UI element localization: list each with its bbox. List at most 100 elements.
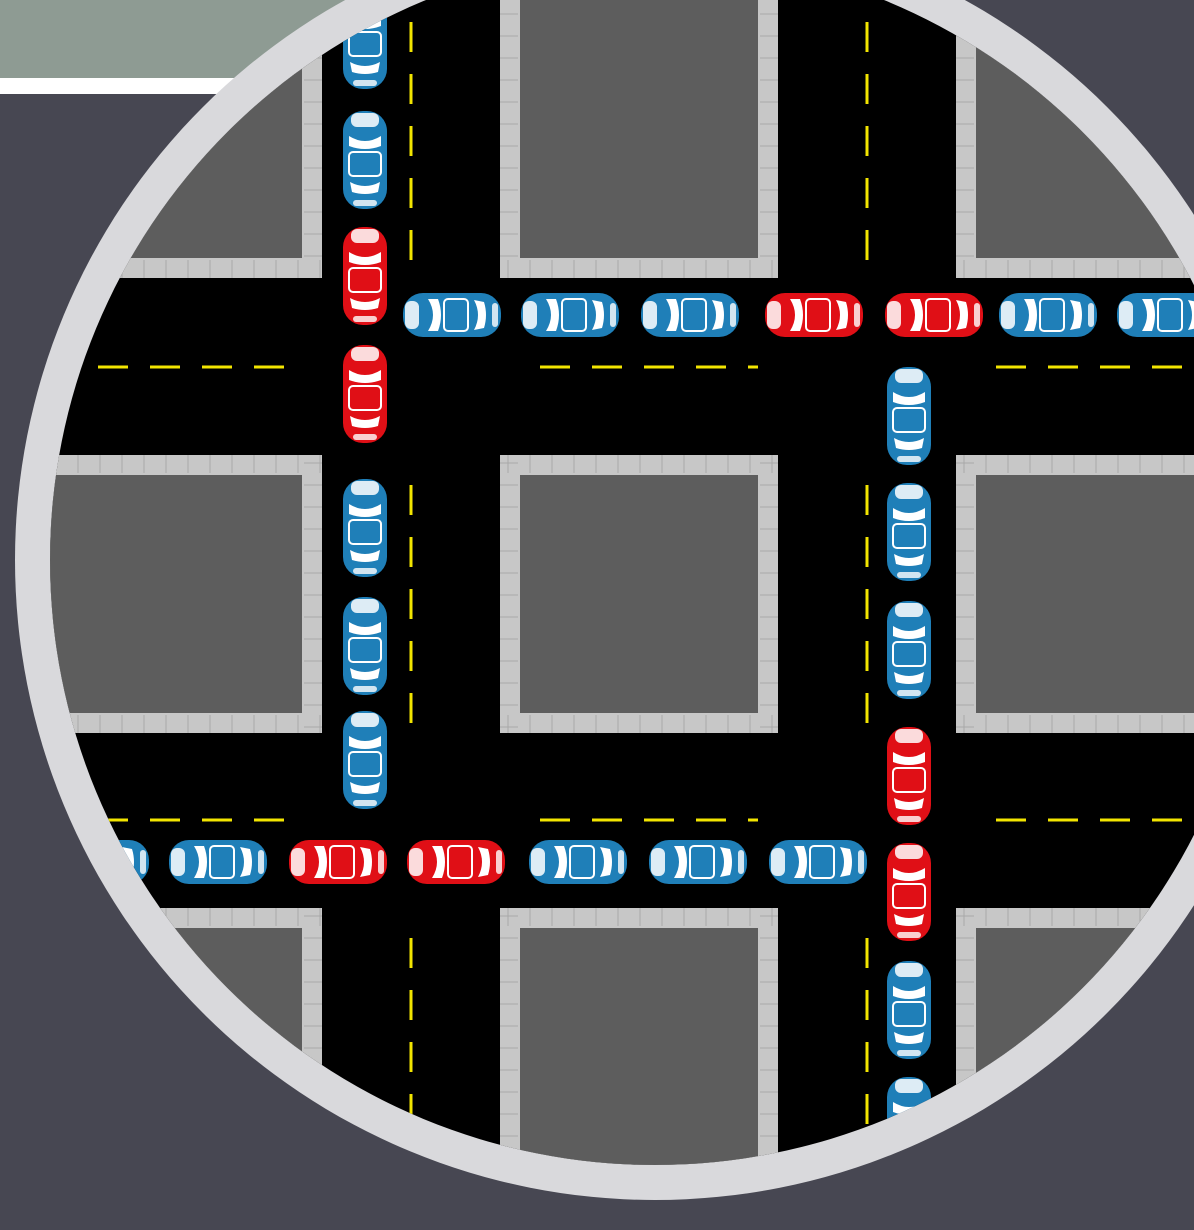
city-block	[956, 455, 1194, 733]
car-roof	[349, 386, 381, 410]
car-headlight	[895, 485, 923, 499]
car-headlight	[171, 848, 185, 876]
car-taillight	[854, 303, 860, 327]
car-roof	[349, 152, 381, 176]
red-car	[343, 345, 387, 443]
car-roof	[893, 768, 925, 792]
car-roof	[1040, 299, 1064, 331]
building-lot	[520, 475, 758, 713]
car-headlight	[523, 301, 537, 329]
blue-car	[343, 711, 387, 809]
car-roof	[1158, 299, 1182, 331]
car-taillight	[897, 690, 921, 696]
car-headlight	[895, 369, 923, 383]
car-roof	[570, 846, 594, 878]
car-headlight	[351, 599, 379, 613]
red-car	[407, 840, 505, 884]
car-headlight	[351, 347, 379, 361]
car-roof	[349, 638, 381, 662]
car-headlight	[895, 845, 923, 859]
car-headlight	[895, 1079, 923, 1093]
building-lot	[520, 928, 758, 1180]
car-taillight	[974, 303, 980, 327]
car-headlight	[1001, 301, 1015, 329]
red-car	[885, 293, 983, 337]
car-roof	[682, 299, 706, 331]
blue-car	[887, 961, 931, 1059]
car-taillight	[858, 850, 864, 874]
car-taillight	[353, 434, 377, 440]
car-roof	[562, 299, 586, 331]
car-taillight	[353, 200, 377, 206]
car-headlight	[895, 729, 923, 743]
blue-car	[769, 840, 867, 884]
car-headlight	[531, 848, 545, 876]
car-headlight	[351, 229, 379, 243]
blue-car	[649, 840, 747, 884]
car-roof	[448, 846, 472, 878]
blue-car	[1117, 293, 1194, 337]
car-headlight	[643, 301, 657, 329]
red-car	[887, 727, 931, 825]
blue-car	[403, 293, 501, 337]
car-taillight	[353, 686, 377, 692]
car-taillight	[140, 850, 146, 874]
car-headlight	[895, 963, 923, 977]
car-roof	[893, 1002, 925, 1026]
car-taillight	[492, 303, 498, 327]
blue-car	[521, 293, 619, 337]
car-taillight	[897, 816, 921, 822]
car-taillight	[610, 303, 616, 327]
car-taillight	[378, 850, 384, 874]
car-headlight	[1119, 301, 1133, 329]
car-taillight	[353, 800, 377, 806]
car-headlight	[767, 301, 781, 329]
city-block	[500, 455, 778, 733]
car-roof	[806, 299, 830, 331]
car-headlight	[771, 848, 785, 876]
blue-car	[343, 597, 387, 695]
blue-car	[343, 479, 387, 577]
car-headlight	[351, 113, 379, 127]
car-taillight	[258, 850, 264, 874]
car-roof	[893, 642, 925, 666]
car-roof	[349, 752, 381, 776]
car-headlight	[351, 481, 379, 495]
blue-car	[999, 293, 1097, 337]
car-roof	[210, 846, 234, 878]
car-roof	[810, 846, 834, 878]
car-headlight	[351, 713, 379, 727]
car-taillight	[353, 568, 377, 574]
car-roof	[893, 884, 925, 908]
car-roof	[349, 520, 381, 544]
car-roof	[349, 268, 381, 292]
building-lot	[520, 0, 758, 258]
car-taillight	[1088, 303, 1094, 327]
car-taillight	[897, 932, 921, 938]
car-roof	[893, 408, 925, 432]
city-block	[500, 0, 778, 278]
blue-car	[641, 293, 739, 337]
car-taillight	[897, 1050, 921, 1056]
car-taillight	[618, 850, 624, 874]
car-roof	[690, 846, 714, 878]
car-taillight	[738, 850, 744, 874]
building-lot	[976, 475, 1194, 713]
blue-car	[887, 483, 931, 581]
blue-car	[887, 367, 931, 465]
car-taillight	[353, 316, 377, 322]
car-headlight	[291, 848, 305, 876]
car-roof	[349, 32, 381, 56]
car-roof	[444, 299, 468, 331]
car-taillight	[353, 80, 377, 86]
car-headlight	[895, 603, 923, 617]
car-taillight	[496, 850, 502, 874]
car-headlight	[409, 848, 423, 876]
red-car	[343, 227, 387, 325]
red-car	[887, 843, 931, 941]
blue-car	[887, 601, 931, 699]
car-taillight	[730, 303, 736, 327]
car-roof	[893, 524, 925, 548]
blue-car	[343, 111, 387, 209]
